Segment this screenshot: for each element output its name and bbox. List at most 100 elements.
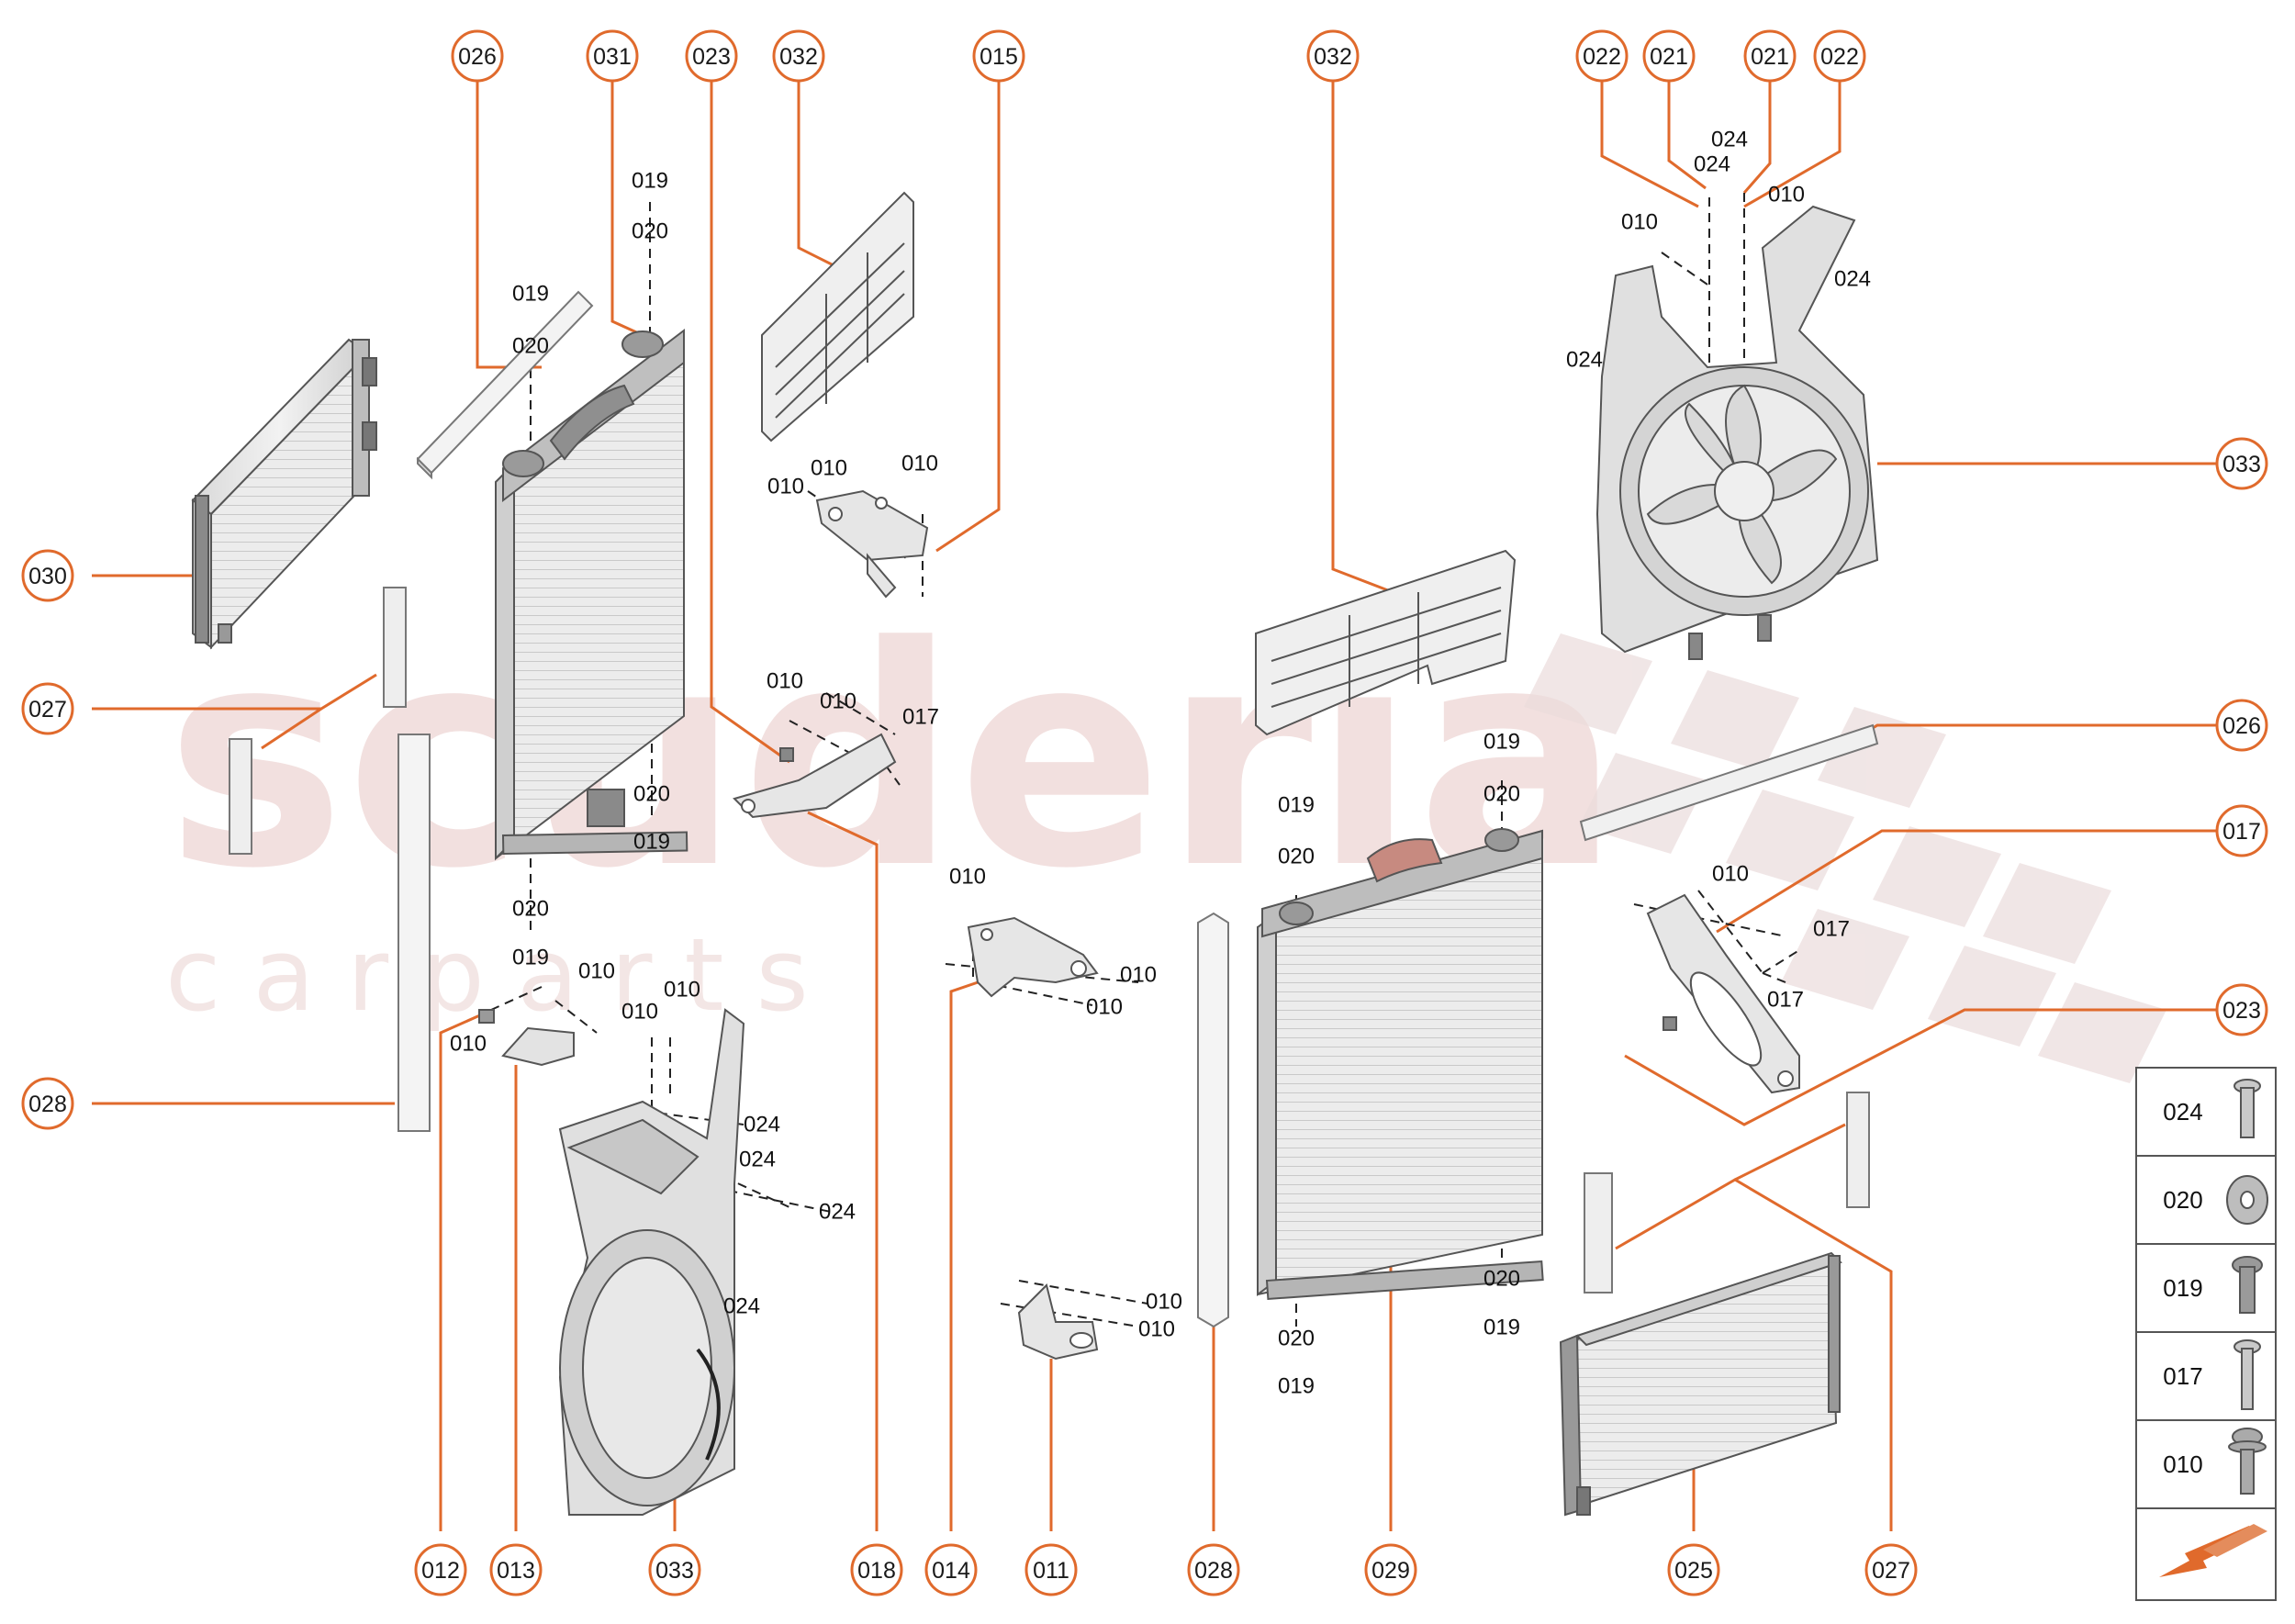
shutter-grille-part-032-right [1255, 549, 1517, 736]
legend-row-019: 019 [2163, 1256, 2263, 1314]
svg-text:011: 011 [1033, 1558, 1069, 1584]
svg-text:015: 015 [980, 44, 1018, 70]
screw-torx-icon [2232, 1256, 2263, 1314]
svg-text:026: 026 [458, 44, 497, 70]
fastener-label: 010 [1712, 862, 1749, 887]
svg-text:012: 012 [421, 1558, 460, 1584]
fastener-label: 020 [1483, 1267, 1520, 1292]
callout-027-bottom[interactable]: 027 [1864, 1543, 1918, 1596]
svg-text:023: 023 [692, 44, 731, 70]
fastener-label: 024 [1711, 128, 1748, 152]
fastener-label: 019 [1278, 1374, 1315, 1399]
fastener-label: 020 [512, 334, 549, 359]
svg-text:032: 032 [1314, 44, 1352, 70]
fastener-label: 024 [819, 1200, 856, 1225]
bracket-part-017-right [1646, 893, 1800, 1094]
screw-pan-head-icon [2233, 1079, 2261, 1138]
callout-012[interactable]: 012 [414, 1543, 467, 1596]
callout-030[interactable]: 030 [21, 549, 74, 602]
callout-025[interactable]: 025 [1667, 1543, 1720, 1596]
foam-block-part-027-left [229, 587, 407, 855]
svg-text:019: 019 [2163, 1274, 2202, 1302]
callout-033-bottom[interactable]: 033 [648, 1543, 701, 1596]
callout-032-top[interactable]: 032 [772, 29, 825, 83]
callout-022-a[interactable]: 022 [1575, 29, 1629, 83]
legend-row-020: 020 [2163, 1175, 2268, 1225]
svg-text:028: 028 [1194, 1558, 1233, 1584]
watermark: scuderia c a r p a r t s [165, 582, 2166, 1083]
radiator-part-031 [495, 328, 688, 861]
svg-text:017: 017 [2222, 819, 2261, 845]
fastener-label: 010 [664, 978, 700, 1002]
svg-text:022: 022 [1583, 44, 1621, 70]
front-direction-arrow-icon [2159, 1524, 2267, 1577]
callout-021-a[interactable]: 021 [1642, 29, 1696, 83]
fastener-label: 024 [1566, 348, 1603, 373]
fastener-label: 010 [578, 959, 615, 984]
fan-shroud-part-033-lower [558, 1008, 745, 1516]
foam-strip-part-026-right [1579, 723, 1879, 842]
fastener-label: 010 [621, 1000, 658, 1025]
callout-018[interactable]: 018 [850, 1543, 903, 1596]
fastener-label: 020 [1483, 782, 1520, 807]
svg-text:025: 025 [1674, 1558, 1713, 1584]
fastener-label: 024 [1694, 152, 1730, 177]
fastener-label: 017 [1813, 917, 1850, 942]
leader-lines [92, 77, 2242, 1531]
fastener-label: 019 [633, 830, 670, 855]
callout-026-right[interactable]: 026 [2215, 699, 2268, 752]
svg-text:023: 023 [2222, 998, 2261, 1024]
fastener-label: 010 [767, 669, 803, 694]
callout-029[interactable]: 029 [1364, 1543, 1417, 1596]
callout-023-top[interactable]: 023 [685, 29, 738, 83]
callout-013[interactable]: 013 [489, 1543, 543, 1596]
svg-text:024: 024 [2163, 1098, 2202, 1126]
bracket-part-014 [967, 916, 1099, 998]
fastener-label: 010 [949, 865, 986, 890]
fastener-label: 024 [1834, 267, 1871, 292]
callout-033-right[interactable]: 033 [2215, 437, 2268, 490]
fastener-label: 010 [1768, 183, 1805, 207]
callout-031[interactable]: 031 [586, 29, 639, 83]
callout-017-right[interactable]: 017 [2215, 804, 2268, 857]
callout-015[interactable]: 015 [972, 29, 1025, 83]
fan-shroud-part-033-upper [1595, 205, 1879, 660]
fastener-label: 019 [1278, 793, 1315, 818]
svg-text:032: 032 [779, 44, 818, 70]
svg-text:028: 028 [28, 1092, 67, 1117]
callout-032-right[interactable]: 032 [1306, 29, 1360, 83]
callout-027-left[interactable]: 027 [21, 682, 74, 735]
foam-strip-part-026 [416, 290, 594, 480]
callout-023-right[interactable]: 023 [2215, 983, 2268, 1036]
svg-text:026: 026 [2222, 713, 2261, 739]
foam-strip-part-028-right [1197, 912, 1229, 1328]
callout-021-b[interactable]: 021 [1743, 29, 1797, 83]
svg-text:033: 033 [655, 1558, 694, 1584]
svg-text:013: 013 [497, 1558, 535, 1584]
fastener-label: 010 [811, 456, 847, 481]
svg-text:020: 020 [2163, 1186, 2202, 1214]
foam-strip-part-028-left [397, 734, 431, 1132]
radiator-part-029 [1257, 828, 1544, 1301]
fastener-label: 020 [512, 897, 549, 922]
bolt-long-icon [2233, 1339, 2261, 1410]
clip-part-023-right [1662, 1016, 1677, 1031]
condenser-part-030 [191, 338, 377, 650]
svg-text:018: 018 [857, 1558, 896, 1584]
callout-028-bottom[interactable]: 028 [1187, 1543, 1240, 1596]
callout-028-left[interactable]: 028 [21, 1077, 74, 1130]
svg-text:022: 022 [1820, 44, 1859, 70]
callout-014[interactable]: 014 [924, 1543, 978, 1596]
svg-text:027: 027 [28, 697, 67, 722]
fastener-label: 010 [901, 452, 938, 476]
callout-011[interactable]: 011 [1024, 1543, 1078, 1596]
callout-022-b[interactable]: 022 [1813, 29, 1866, 83]
callout-026-top[interactable]: 026 [451, 29, 504, 83]
bolt-flange-icon [2228, 1428, 2267, 1495]
fastener-legend: 024 020 019 017 [2135, 1067, 2277, 1601]
clip-part-012 [478, 1009, 495, 1024]
fastener-labels: 019 020 019 020 020 019 020 019 010 010 … [450, 128, 1871, 1399]
svg-text:010: 010 [2163, 1450, 2202, 1478]
fastener-label: 010 [767, 475, 804, 499]
